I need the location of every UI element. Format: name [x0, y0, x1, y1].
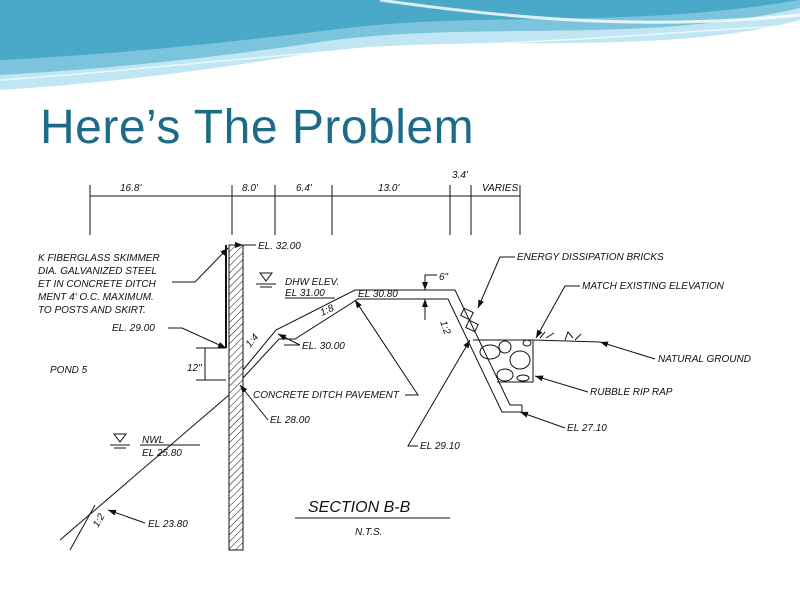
label-dhw: DHW ELEV. — [285, 277, 339, 288]
label-el-29-10: EL 29.10 — [420, 441, 460, 452]
label-slope-1-8: 1:8 — [319, 303, 337, 319]
label-nwl: NWL — [142, 435, 164, 446]
label-el-30-80: EL 30.80 — [358, 289, 398, 300]
label-slope-1-2: 1:2 — [437, 319, 452, 336]
dim-6-4: 6.4' — [296, 183, 313, 194]
skimmer-note-line: K FIBERGLASS SKIMMER — [38, 253, 160, 264]
label-el-23-80: EL 23.80 — [148, 519, 188, 530]
label-el-29: EL. 29.00 — [112, 323, 155, 334]
label-12-in: 12" — [187, 363, 202, 374]
slide-title: Here’s The Problem — [40, 101, 475, 154]
skimmer-note-line: TO POSTS AND SKIRT. — [38, 305, 146, 316]
header-wave-decoration — [0, 0, 800, 90]
dim-13-0: 13.0' — [378, 183, 400, 194]
dim-3-4: 3.4' — [452, 170, 469, 181]
dim-16-8: 16.8' — [120, 183, 142, 194]
section-drawing: 16.8' 8.0' 6.4' 13.0' 3.4' VARIES K FIBE… — [34, 170, 760, 555]
label-el-32: EL. 32.00 — [258, 241, 301, 252]
label-rip-rap: RUBBLE RIP RAP — [590, 387, 673, 398]
label-pond-5: POND 5 — [50, 365, 88, 376]
label-natural-ground: NATURAL GROUND — [658, 354, 751, 365]
label-el-31: EL 31.00 — [285, 288, 325, 299]
dim-varies: VARIES — [482, 183, 518, 194]
skimmer-note-line: ET IN CONCRETE DITCH — [38, 279, 157, 290]
skimmer-note-line: DIA. GALVANIZED STEEL — [38, 266, 157, 277]
label-ditch-pavement: CONCRETE DITCH PAVEMENT — [253, 390, 400, 401]
label-bricks: ENERGY DISSIPATION BRICKS — [517, 252, 664, 263]
skimmer-note-line: MENT 4' O.C. MAXIMUM. — [38, 292, 154, 303]
section-title: SECTION B-B — [308, 499, 411, 516]
dim-8-0: 8.0' — [242, 183, 259, 194]
label-el-27-10: EL 27.10 — [567, 423, 607, 434]
extension-lines — [89, 185, 521, 235]
label-6-in: 6" — [439, 272, 449, 283]
section-scale: N.T.S. — [355, 527, 382, 538]
label-el-25-80: EL 25.80 — [142, 448, 182, 459]
label-el-30: EL. 30.00 — [302, 341, 345, 352]
label-el-28: EL 28.00 — [270, 415, 310, 426]
label-match-elevation: MATCH EXISTING ELEVATION — [582, 281, 725, 292]
